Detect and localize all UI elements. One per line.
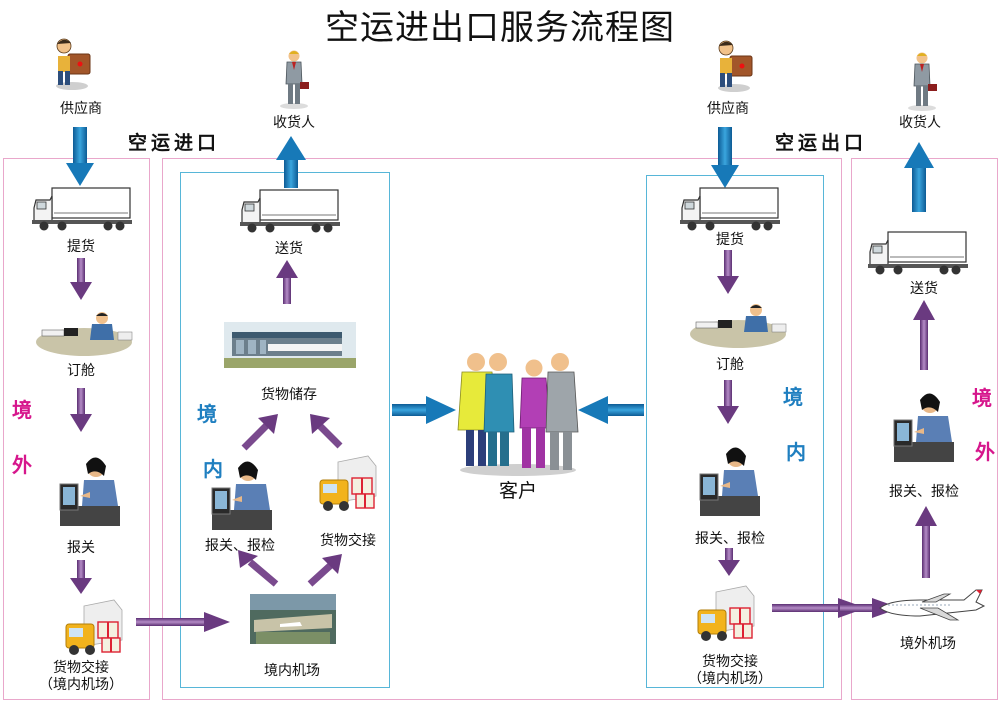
arrow-up-blue xyxy=(904,142,934,212)
arrow-down-purple xyxy=(717,380,739,424)
label-import-step-handover: 货物交接 xyxy=(53,660,109,676)
label-export-consignee: 收货人 xyxy=(899,115,941,131)
arrow-right-purple xyxy=(136,612,230,632)
export-overseas-side-2: 外 xyxy=(975,440,995,464)
label-customer: 客户 xyxy=(498,480,537,502)
arrow-down-blue xyxy=(711,127,739,188)
export-title: 空运出口 xyxy=(775,132,868,154)
arrow-up-right-purple xyxy=(307,554,342,587)
arrow-up-left-purple xyxy=(310,414,343,449)
import-domestic-side-1: 境 xyxy=(197,402,217,426)
truck-icon xyxy=(239,189,341,234)
label-import-storage: 货物储存 xyxy=(261,387,317,403)
label-export-step-customs: 报关、报检 xyxy=(695,531,765,547)
arrow-up-purple xyxy=(913,300,935,370)
arrow-down-blue xyxy=(66,127,94,186)
cargo-truck-icon xyxy=(319,455,377,512)
arrow-up-purple xyxy=(276,260,298,304)
diagram-title: 空运进出口服务流程图 xyxy=(325,8,675,48)
label-import-airport: 境内机场 xyxy=(264,663,320,679)
arrow-up-purple xyxy=(915,506,937,578)
truck-icon xyxy=(679,187,781,232)
consignee-icon xyxy=(907,52,938,112)
arrow-down-purple xyxy=(70,388,92,432)
arrow-right-blue xyxy=(392,396,456,424)
label-import-step-customs: 报关 xyxy=(67,540,95,556)
label-import-step-booking: 订舱 xyxy=(67,363,95,379)
export-domestic-side-2: 内 xyxy=(786,440,806,464)
desk-icon xyxy=(35,311,133,357)
export-overseas-side-1: 境 xyxy=(972,386,992,410)
import-title: 空运进口 xyxy=(128,132,221,154)
airplane-icon xyxy=(879,589,985,621)
label-import-customs: 报关、报检 xyxy=(205,538,275,554)
label-import-consignee: 收货人 xyxy=(273,115,315,131)
label-import-step-pickup: 提货 xyxy=(67,239,95,255)
label-import-supplier: 供应商 xyxy=(60,101,102,117)
cargo-truck-icon xyxy=(65,599,123,656)
computer-icon xyxy=(893,392,955,463)
supplier-icon xyxy=(717,40,753,93)
label-import-step-handover-sub: （境内机场） xyxy=(39,677,123,693)
label-export-step-handover: 货物交接 xyxy=(702,654,758,670)
cargo-truck-icon xyxy=(697,585,755,642)
arrow-up-blue xyxy=(276,136,306,188)
label-export-step-pickup: 提货 xyxy=(716,232,744,248)
consignee-icon xyxy=(279,50,310,110)
label-export-delivery: 送货 xyxy=(910,281,938,297)
import-overseas-side-1: 境 xyxy=(12,398,32,422)
computer-icon xyxy=(699,446,761,517)
truck-icon xyxy=(31,187,133,232)
airport-photo xyxy=(250,594,336,644)
desk-icon xyxy=(689,303,787,349)
computer-icon xyxy=(59,456,121,527)
arrow-down-purple xyxy=(717,250,739,294)
label-import-handover: 货物交接 xyxy=(320,533,376,549)
label-export-supplier: 供应商 xyxy=(707,101,749,117)
arrow-up-left-purple xyxy=(238,550,279,587)
export-domestic-side-1: 境 xyxy=(783,385,803,409)
label-export-step-booking: 订舱 xyxy=(716,357,744,373)
arrow-down-purple xyxy=(718,548,740,576)
arrow-down-purple xyxy=(70,258,92,300)
export-domestic-frame xyxy=(646,175,824,688)
arrow-down-purple xyxy=(70,560,92,594)
arrow-left-blue xyxy=(578,396,644,424)
warehouse-photo xyxy=(224,322,356,368)
label-import-delivery: 送货 xyxy=(275,241,303,257)
label-export-airport: 境外机场 xyxy=(900,636,956,652)
supplier-icon xyxy=(55,38,91,91)
import-domestic-side-2: 内 xyxy=(203,457,223,481)
import-overseas-side-2: 外 xyxy=(12,453,32,477)
arrow-up-right-purple xyxy=(241,414,278,451)
center-frame xyxy=(162,158,842,700)
customer-group-icon xyxy=(457,353,579,476)
label-export-step-handover-sub: （境内机场） xyxy=(688,671,772,687)
label-export-customs: 报关、报检 xyxy=(889,484,959,500)
truck-icon xyxy=(867,231,969,276)
